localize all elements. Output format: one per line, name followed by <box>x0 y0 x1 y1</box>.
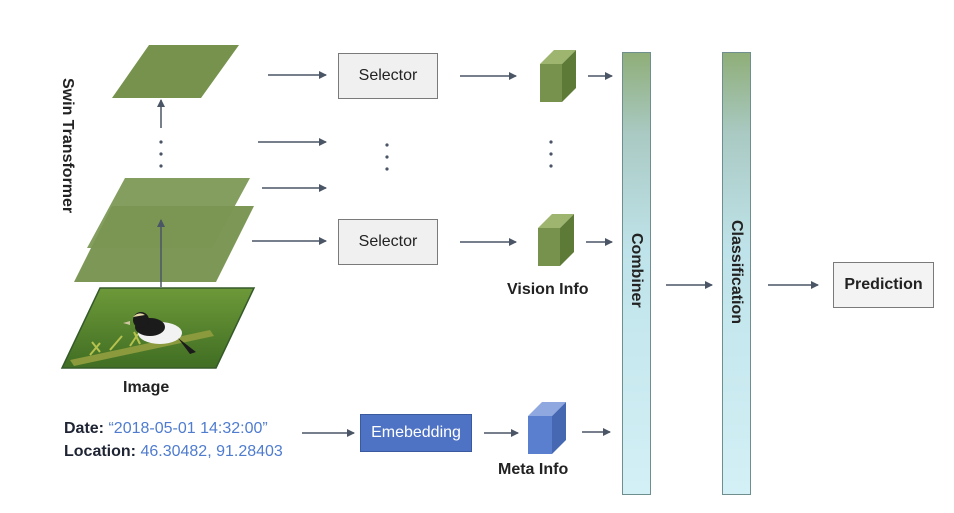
vision-ellipsis <box>549 140 553 168</box>
prediction-box: Prediction <box>833 262 934 308</box>
swin-transformer-label: Swin Transformer <box>59 78 76 214</box>
embedding-box: Emebedding <box>360 414 472 452</box>
location-value: 46.30482, 91.28403 <box>140 443 283 460</box>
selector-label-top: Selector <box>358 67 418 84</box>
bird-image <box>62 288 254 368</box>
vision-cube-bottom <box>538 214 574 266</box>
combiner-label: Combiner <box>628 233 645 308</box>
classification-bar <box>722 52 751 495</box>
feature-layer-top <box>112 45 239 98</box>
image-frame <box>60 287 256 369</box>
vision-info-label: Vision Info <box>507 281 589 298</box>
vision-cube-top <box>540 50 576 102</box>
location-key: Location: <box>64 443 136 460</box>
classification-label: Classification <box>728 220 745 325</box>
selector-box-bottom: Selector <box>338 219 438 265</box>
embedding-label: Emebedding <box>371 424 461 441</box>
prediction-label: Prediction <box>844 276 923 293</box>
meta-info-label: Meta Info <box>498 461 569 478</box>
combiner-bar <box>622 52 651 495</box>
image-label: Image <box>123 379 170 396</box>
selector-label-bottom: Selector <box>358 233 418 250</box>
backbone-ellipsis <box>159 140 163 168</box>
location-line: Location: 46.30482, 91.28403 <box>64 443 283 461</box>
date-value: “2018-05-01 14:32:00” <box>108 420 268 437</box>
selector-ellipsis <box>385 143 389 171</box>
date-key: Date: <box>64 420 105 437</box>
meta-cube <box>528 402 566 454</box>
selector-box-top: Selector <box>338 53 438 99</box>
feature-layer-middle <box>87 178 250 248</box>
date-line: Date: “2018-05-01 14:32:00” <box>64 420 268 438</box>
